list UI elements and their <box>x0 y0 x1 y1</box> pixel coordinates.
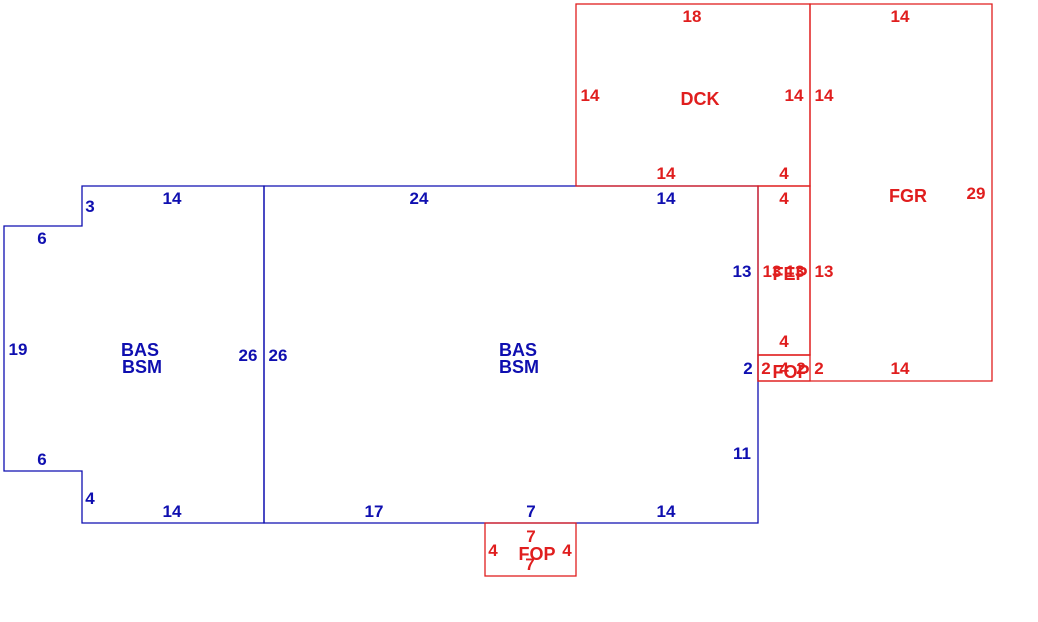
dim-main-bottom-c: 14 <box>657 502 676 521</box>
dim-fgr-right: 29 <box>967 184 986 203</box>
dim-dck-top: 18 <box>683 7 702 26</box>
dim-left-top-step: 6 <box>37 229 46 248</box>
dim-main-bottom-b: 7 <box>526 502 535 521</box>
dim-fep-bottom: 4 <box>779 332 789 351</box>
dck-label: DCK <box>681 89 720 109</box>
dim-left-top-len: 14 <box>163 189 182 208</box>
fgr-label: FGR <box>889 186 927 206</box>
dim-fep-top: 4 <box>779 189 789 208</box>
dim-fop-side-left: 2 <box>761 359 770 378</box>
dim-main-top-a: 24 <box>410 189 429 208</box>
bas-left-label: BAS <box>121 340 159 360</box>
dim-dck-right-in: 14 <box>785 86 804 105</box>
dim-dck-left: 14 <box>581 86 600 105</box>
fop-bottom-label: FOP <box>518 544 555 564</box>
dim-fop-side-right-b: 2 <box>814 359 823 378</box>
dim-left-bottom-step: 6 <box>37 450 46 469</box>
dim-main-top-b: 14 <box>657 189 676 208</box>
dim-main-right-upper: 13 <box>733 262 752 281</box>
dim-fgr-top: 14 <box>891 7 910 26</box>
bsm-left-label: BSM <box>122 357 162 377</box>
fop-side-label: FOP <box>772 362 809 382</box>
dim-main-bottom-a: 17 <box>365 502 384 521</box>
dim-left-bottom-notch: 4 <box>85 489 95 508</box>
fop-side-outline <box>757 354 811 382</box>
dim-fep-right: 13 <box>786 262 805 281</box>
dim-left-shared-b: 26 <box>269 346 288 365</box>
dim-fgr-bottom: 14 <box>891 359 910 378</box>
dim-fop-bottom-left: 4 <box>488 541 498 560</box>
dim-fop-bottom-top: 7 <box>526 527 535 546</box>
dim-fop-side-right-a: 2 <box>796 359 805 378</box>
dim-left-bottom-len: 14 <box>163 502 182 521</box>
dim-dck-bottom-step: 4 <box>779 164 789 183</box>
dim-fep-left: 13 <box>763 262 782 281</box>
dim-left-top-notch: 3 <box>85 197 94 216</box>
dim-fop-bottom-right: 4 <box>562 541 572 560</box>
dim-fop-side-top: 4 <box>779 359 789 378</box>
dim-dck-right-out: 14 <box>815 86 834 105</box>
dim-fop-bottom-bottom: 7 <box>525 555 534 574</box>
bas-main-label: BAS <box>499 340 537 360</box>
fgr-outline <box>757 3 993 382</box>
dim-dck-bottom: 14 <box>657 164 676 183</box>
dim-fgr-left: 13 <box>815 262 834 281</box>
dim-main-right-lower: 11 <box>733 444 751 463</box>
dim-main-right-mid: 2 <box>743 359 752 378</box>
fep-label: FEP <box>772 264 807 284</box>
bsm-main-label: BSM <box>499 357 539 377</box>
fop-bottom-outline <box>484 522 577 577</box>
dim-left-side: 19 <box>9 340 28 359</box>
dim-left-shared-a: 26 <box>239 346 258 365</box>
